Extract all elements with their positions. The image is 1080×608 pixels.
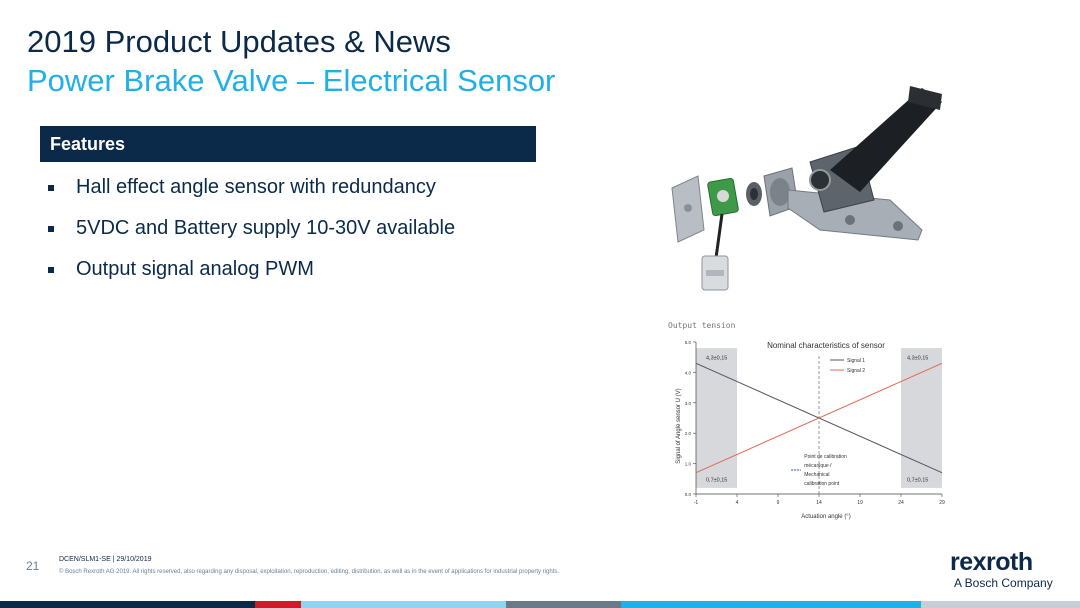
logo-brand: rexroth (950, 548, 1033, 576)
bullet-square-icon (48, 226, 54, 232)
tolerance-zone-right (901, 348, 942, 488)
bottom-color-strip (0, 601, 1080, 608)
annotation-bottom-right: 0,7±0,15 (907, 478, 928, 484)
rexroth-logo: rexroth A Bosch Company (950, 548, 1056, 590)
y-tick-label: 1.0 (685, 462, 692, 467)
copyright-notice: © Bosch Rexroth AG 2019. All rights rese… (59, 569, 560, 575)
slide-subtitle: Power Brake Valve – Electrical Sensor (27, 63, 556, 98)
document-code: DCEN/SLM1-SE | 29/10/2019 (59, 556, 152, 563)
logo-tagline: A Bosch Company (954, 576, 1053, 590)
strip-segment (0, 601, 255, 608)
annotation-top-right: 4,3±0,15 (907, 355, 928, 361)
chart-title: Nominal characteristics of sensor (767, 341, 885, 350)
strip-segment (301, 601, 506, 608)
page-number: 21 (26, 559, 40, 573)
features-header-bar: Features (40, 126, 536, 162)
feature-text: Hall effect angle sensor with redundancy (76, 176, 436, 198)
x-tick-label: 29 (939, 500, 945, 506)
x-tick-label: 14 (816, 500, 822, 506)
calibration-note-line: mécanique / (804, 463, 832, 469)
x-tick-label: 24 (898, 500, 904, 506)
x-tick-label: 19 (857, 500, 863, 506)
feature-item: Output signal analog PWM (48, 258, 455, 299)
x-tick-label: 4 (736, 500, 739, 506)
y-tick-label: 0.0 (685, 492, 692, 497)
strip-segment (921, 601, 1080, 608)
y-tick-label: 5.0 (685, 340, 692, 345)
chart-x-axis-label: Actuation angle (°) (801, 514, 850, 520)
annotation-top-left: 4,3±0,15 (706, 355, 727, 361)
tolerance-zone-left (696, 348, 737, 488)
y-tick-label: 2.0 (685, 431, 692, 436)
y-tick-label: 4.0 (685, 370, 692, 375)
feature-item: 5VDC and Battery supply 10-30V available (48, 217, 455, 258)
strip-segment (255, 601, 301, 608)
chart-caption: Output tension (668, 321, 736, 330)
x-tick-label: -1 (694, 500, 699, 506)
feature-text: Output signal analog PWM (76, 258, 314, 280)
series-line (695, 362, 943, 474)
feature-list: Hall effect angle sensor with redundancy… (48, 176, 455, 299)
strip-segment (506, 601, 621, 608)
sensor-characteristic-chart: Output tension Nominal characteristics o… (668, 321, 945, 520)
legend-label: Signal 1 (847, 358, 865, 364)
x-tick-label: 9 (777, 500, 780, 506)
bullet-square-icon (48, 267, 54, 273)
brake-pedal-exploded-illustration (671, 86, 942, 291)
calibration-note-line: Mechanical (804, 472, 829, 478)
feature-text: 5VDC and Battery supply 10-30V available (76, 217, 456, 239)
chart-y-axis-label: Signal of Angle sensor U (V) (676, 388, 682, 463)
slide-title: 2019 Product Updates & News (27, 24, 451, 59)
legend-label: Signal 2 (847, 368, 865, 374)
calibration-note-line: Point de calibration (804, 454, 847, 460)
y-tick-label: 3.0 (685, 401, 692, 406)
bullet-square-icon (48, 185, 54, 191)
feature-item: Hall effect angle sensor with redundancy (48, 176, 455, 217)
calibration-note-line: calibration point (804, 481, 840, 487)
features-heading: Features (50, 134, 126, 154)
annotation-bottom-left: 0,7±0,15 (706, 478, 727, 484)
strip-segment (621, 601, 921, 608)
